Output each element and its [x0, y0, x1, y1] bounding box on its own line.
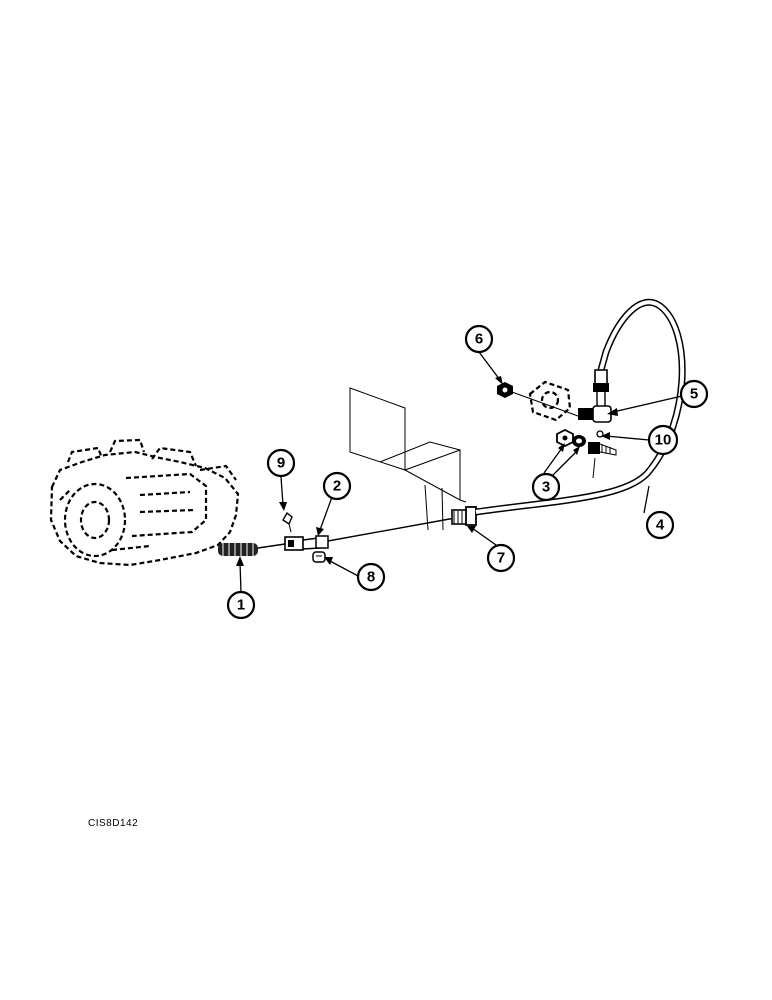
callout-6: 6	[464, 324, 494, 354]
inner-cable	[327, 517, 456, 542]
cable-end-fitting	[451, 506, 477, 526]
callout-10: 10	[647, 424, 679, 456]
control-cable	[475, 298, 686, 516]
callout-3: 3	[531, 472, 561, 502]
washer	[596, 430, 604, 438]
callout-5: 5	[679, 379, 709, 409]
mounting-bracket	[349, 387, 467, 531]
upper-cable-fitting	[593, 369, 609, 409]
leader-lines	[236, 351, 683, 593]
svg-text:6: 6	[475, 331, 483, 348]
figure-reference-code: CIS8D142	[88, 818, 139, 829]
swivel-stud	[511, 391, 612, 423]
callout-1: 1	[226, 590, 256, 620]
svg-text:3: 3	[542, 479, 550, 496]
pump-assembly	[49, 438, 240, 567]
hardware-set	[556, 428, 617, 479]
callout-8: 8	[356, 562, 386, 592]
svg-text:10: 10	[655, 432, 672, 449]
svg-text:5: 5	[690, 386, 698, 403]
callout-7: 7	[486, 543, 516, 573]
callout-2: 2	[322, 471, 352, 501]
svg-text:4: 4	[656, 517, 665, 534]
svg-text:1: 1	[237, 597, 245, 614]
svg-text:9: 9	[277, 455, 285, 472]
callout-4: 4	[645, 510, 675, 540]
svg-text:7: 7	[497, 550, 505, 567]
clevis	[284, 535, 329, 551]
spring	[218, 543, 286, 556]
nut	[497, 382, 513, 398]
anchor-block	[528, 380, 572, 422]
cotter-pin	[282, 511, 293, 533]
svg-text:8: 8	[367, 569, 375, 586]
svg-text:2: 2	[333, 478, 341, 495]
callout-9: 9	[266, 448, 296, 478]
clevis-pin	[312, 551, 326, 563]
